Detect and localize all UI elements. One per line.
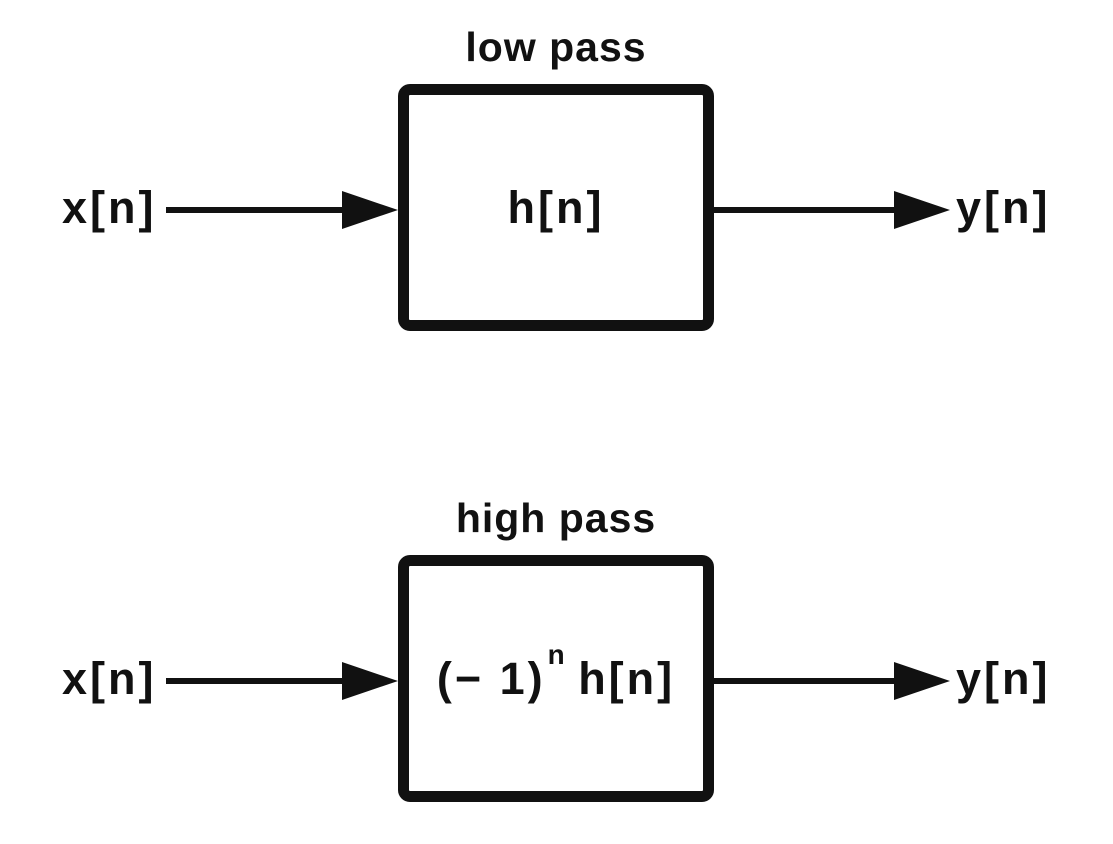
arrow-right-icon [342, 662, 398, 700]
arrow-shaft [166, 207, 342, 213]
high-pass-diagram: high pass x[n] (− 1)n h[n] y[n] [0, 471, 1113, 844]
filter-title: low pass [465, 24, 647, 70]
input-arrow [166, 191, 398, 229]
filter-box: h[n] [398, 84, 714, 331]
arrow-shaft [166, 678, 342, 684]
output-signal-label: y[n] [956, 652, 1051, 704]
low-pass-diagram: low pass x[n] h[n] y[n] [0, 0, 1113, 420]
input-signal-label: x[n] [62, 181, 157, 233]
arrow-shaft [712, 678, 894, 684]
filter-box: (− 1)n h[n] [398, 555, 714, 802]
filter-title: high pass [455, 495, 657, 541]
arrow-right-icon [342, 191, 398, 229]
label-superscript: n [547, 638, 565, 670]
label-main: h[n] [507, 181, 605, 233]
arrow-shaft [712, 207, 894, 213]
arrow-right-icon [894, 191, 950, 229]
impulse-response-label: (− 1)n h[n] [436, 639, 676, 705]
output-signal-label: y[n] [956, 181, 1051, 233]
arrow-right-icon [894, 662, 950, 700]
label-main: (− 1) [436, 652, 546, 704]
input-signal-label: x[n] [62, 652, 157, 704]
label-tail: h[n] [578, 652, 676, 704]
input-arrow [166, 662, 398, 700]
impulse-response-label: h[n] [508, 182, 605, 234]
output-arrow [712, 662, 950, 700]
output-arrow [712, 191, 950, 229]
